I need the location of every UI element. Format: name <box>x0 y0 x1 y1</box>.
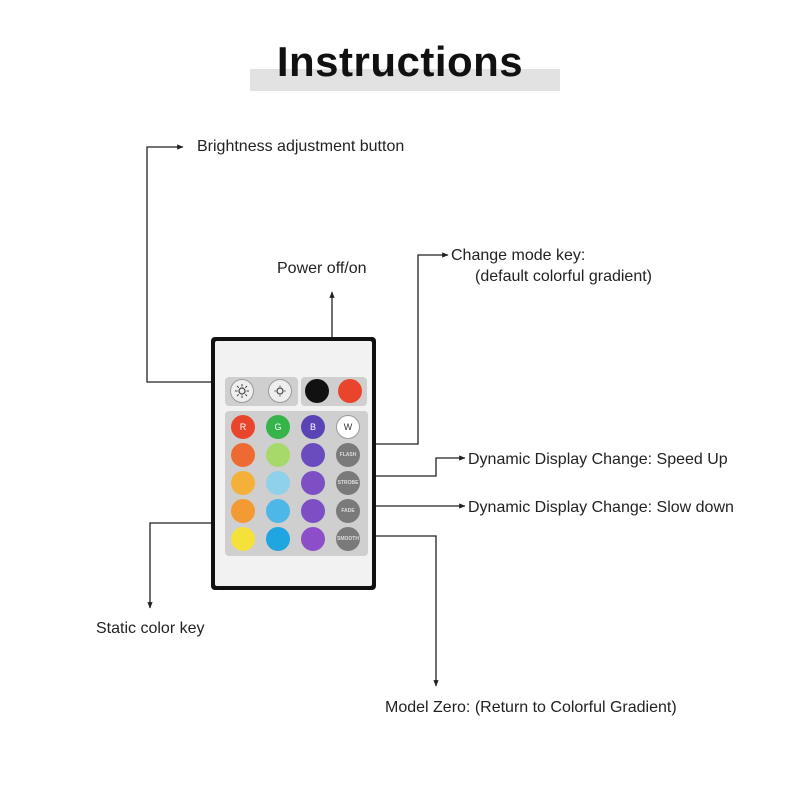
sun-bright-icon <box>235 384 249 398</box>
power-off-button[interactable] <box>305 379 329 403</box>
mode-label-line2: (default colorful gradient) <box>475 268 652 285</box>
brightness-up-button[interactable] <box>230 379 254 403</box>
speed-up-callout-line <box>376 455 466 477</box>
title-underline-bar <box>250 69 560 91</box>
white-button[interactable]: W <box>336 415 360 439</box>
mode-callout-line <box>376 252 449 445</box>
color-key-r2c3[interactable] <box>301 443 325 467</box>
power-on-button[interactable] <box>338 379 362 403</box>
power-panel <box>301 377 367 406</box>
color-key-r3c1[interactable] <box>231 471 255 495</box>
model-zero-label: Model Zero: (Return to Colorful Gradient… <box>385 699 677 716</box>
color-key-r2c2[interactable] <box>266 443 290 467</box>
static-color-callout-line <box>147 522 211 609</box>
model-zero-callout-line <box>376 535 439 687</box>
mode-label-line1: Change mode key: <box>451 247 586 264</box>
flash-button[interactable]: FLASH <box>336 443 360 467</box>
color-key-r5c3[interactable] <box>301 527 325 551</box>
white-button-label: W <box>343 422 353 432</box>
color-key-r4c1[interactable] <box>231 499 255 523</box>
brightness-down-button[interactable] <box>268 379 292 403</box>
fade-button-label: FADE <box>341 508 355 514</box>
color-key-r3c3[interactable] <box>301 471 325 495</box>
green-button-label: G <box>274 422 282 432</box>
smooth-button-label: SMOOTH <box>337 536 359 542</box>
color-key-r5c1[interactable] <box>231 527 255 551</box>
static-color-label: Static color key <box>96 620 205 637</box>
page-title: Instructions <box>276 38 524 85</box>
color-key-r4c2[interactable] <box>266 499 290 523</box>
power-label: Power off/on <box>277 260 367 277</box>
remote-control: R G B W FLASH STROBE FADE SMOOTH <box>211 337 376 590</box>
remote-face: R G B W FLASH STROBE FADE SMOOTH <box>215 341 372 586</box>
smooth-button[interactable]: SMOOTH <box>336 527 360 551</box>
color-keys-panel: R G B W FLASH STROBE FADE SMOOTH <box>225 411 368 556</box>
strobe-button[interactable]: STROBE <box>336 471 360 495</box>
color-key-r3c2[interactable] <box>266 471 290 495</box>
blue-button-label: B <box>309 422 316 432</box>
fade-button[interactable]: FADE <box>336 499 360 523</box>
strobe-button-label: STROBE <box>337 480 359 486</box>
red-button[interactable]: R <box>231 415 255 439</box>
red-button-label: R <box>239 422 247 432</box>
color-key-r2c1[interactable] <box>231 443 255 467</box>
speed-up-label: Dynamic Display Change: Speed Up <box>468 451 728 468</box>
sun-dim-icon <box>274 385 286 397</box>
blue-button[interactable]: B <box>301 415 325 439</box>
slow-down-label: Dynamic Display Change: Slow down <box>468 499 734 516</box>
flash-button-label: FLASH <box>339 452 357 458</box>
brightness-callout-line <box>146 144 211 383</box>
brightness-label: Brightness adjustment button <box>197 138 405 155</box>
green-button[interactable]: G <box>266 415 290 439</box>
brightness-panel <box>225 377 298 406</box>
color-key-r4c3[interactable] <box>301 499 325 523</box>
color-key-r5c2[interactable] <box>266 527 290 551</box>
